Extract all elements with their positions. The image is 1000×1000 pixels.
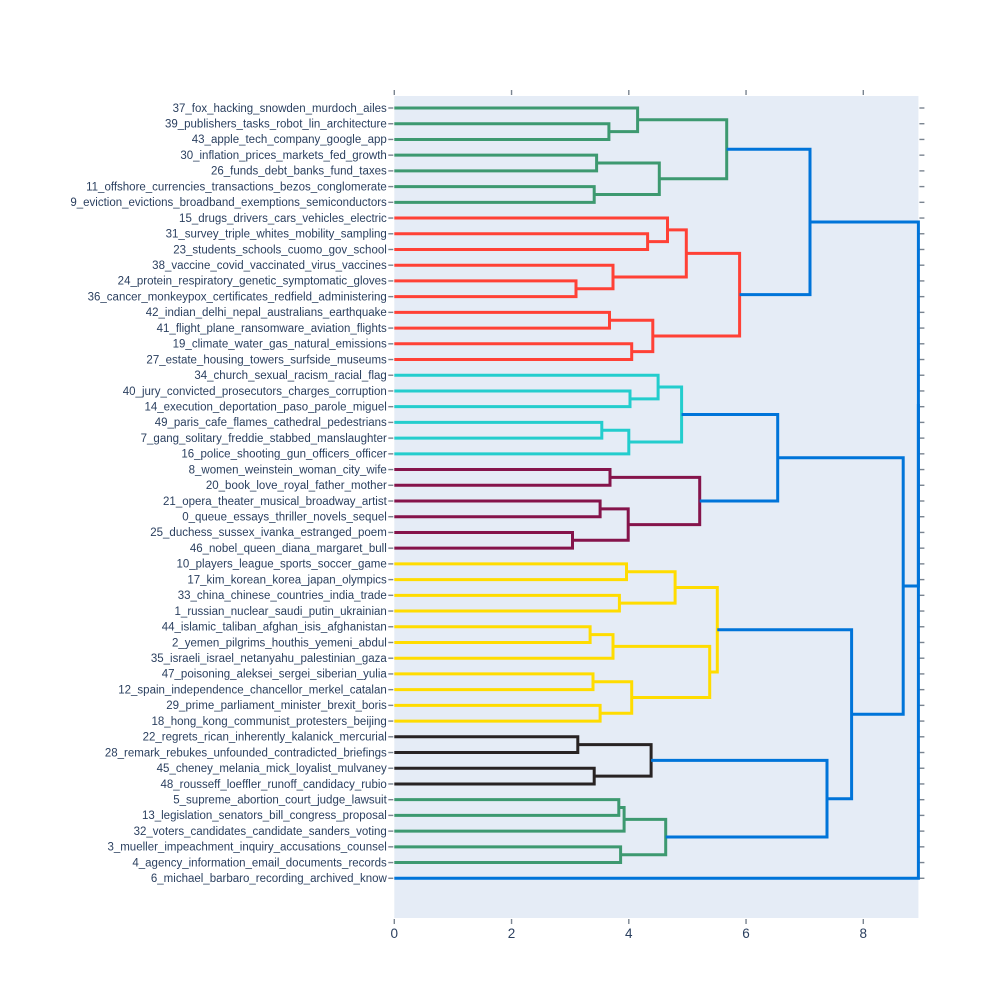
leaf-label: 9_eviction_evictions_broadband_exemption…: [70, 197, 387, 209]
leaf-label: 18_hong_kong_communist_protesters_beijin…: [152, 716, 387, 728]
leaf-label: 42_indian_delhi_nepal_australians_earthq…: [146, 307, 387, 319]
leaf-label: 5_supreme_abortion_court_judge_lawsuit: [173, 794, 387, 806]
leaf-label: 15_drugs_drivers_cars_vehicles_electric: [179, 213, 387, 225]
leaf-label: 40_jury_convicted_prosecutors_charges_co…: [123, 386, 387, 398]
leaf-label: 45_cheney_melania_mick_loyalist_mulvaney: [157, 763, 387, 775]
leaf-label: 13_legislation_senators_bill_congress_pr…: [142, 810, 387, 822]
leaf-label: 28_remark_rebukes_unfounded_contradicted…: [105, 747, 387, 759]
leaf-label: 34_church_sexual_racism_racial_flag: [194, 370, 386, 382]
leaf-label: 33_china_chinese_countries_india_trade: [178, 590, 387, 602]
leaf-label: 2_yemen_pilgrims_houthis_yemeni_abdul: [172, 637, 387, 649]
leaf-label: 3_mueller_impeachment_inquiry_accusation…: [107, 842, 386, 854]
leaf-label: 35_israeli_israel_netanyahu_palestinian_…: [151, 653, 388, 665]
leaf-label: 37_fox_hacking_snowden_murdoch_ailes: [173, 103, 387, 115]
leaf-label: 10_players_league_sports_soccer_game: [176, 559, 386, 571]
leaf-label: 14_execution_deportation_paso_parole_mig…: [144, 401, 386, 413]
leaf-label: 27_estate_housing_towers_surfside_museum…: [146, 354, 387, 366]
leaf-label: 1_russian_nuclear_saudi_putin_ukrainian: [175, 606, 387, 618]
leaf-label: 32_voters_candidates_candidate_sanders_v…: [134, 826, 387, 838]
leaf-label: 17_kim_korean_korea_japan_olympics: [187, 574, 387, 586]
leaf-label: 7_gang_solitary_freddie_stabbed_manslaug…: [141, 433, 387, 445]
leaf-label: 26_funds_debt_banks_fund_taxes: [211, 166, 387, 178]
leaf-label: 20_book_love_royal_father_mother: [206, 480, 387, 492]
leaf-label: 46_nobel_queen_diana_margaret_bull: [190, 543, 387, 555]
dendrogram-link-blue: [394, 403, 920, 880]
leaf-label: 4_agency_information_email_documents_rec…: [132, 857, 387, 869]
x-tick-label: 8: [860, 926, 868, 941]
leaf-label: 30_inflation_prices_markets_fed_growth: [180, 150, 386, 162]
leaf-label: 21_opera_theater_musical_broadway_artist: [163, 496, 388, 508]
leaf-label: 12_spain_independence_chancellor_merkel_…: [118, 684, 387, 696]
leaf-label: 36_cancer_monkeypox_certificates_redfiel…: [88, 291, 387, 303]
leaf-label: 44_islamic_taliban_afghan_isis_afghanist…: [162, 622, 387, 634]
leaf-label: 49_paris_cafe_flames_cathedral_pedestria…: [155, 417, 387, 429]
leaf-label: 0_queue_essays_thriller_novels_sequel: [182, 512, 387, 524]
leaf-label: 29_prime_parliament_minister_brexit_bori…: [166, 700, 387, 712]
x-tick-label: 0: [391, 926, 399, 941]
leaf-label: 24_protein_respiratory_genetic_symptomat…: [118, 276, 387, 288]
leaf-label: 23_students_schools_cuomo_gov_school: [173, 244, 387, 256]
leaf-label: 39_publishers_tasks_robot_lin_architectu…: [165, 119, 387, 131]
leaf-label: 22_regrets_rican_inherently_kalanick_mer…: [143, 732, 387, 744]
leaf-label: 8_women_weinstein_woman_city_wife: [189, 464, 387, 476]
leaf-label: 31_survey_triple_whites_mobility_samplin…: [166, 229, 387, 241]
x-tick-label: 2: [508, 926, 516, 941]
leaf-label: 11_offshore_currencies_transactions_bezo…: [86, 181, 387, 193]
leaf-label: 41_flight_plane_ransomware_aviation_flig…: [157, 323, 387, 335]
leaf-label: 38_vaccine_covid_vaccinated_virus_vaccin…: [152, 260, 387, 272]
leaf-label: 19_climate_water_gas_natural_emissions: [173, 339, 387, 351]
leaf-label: 47_poisoning_aleksei_sergei_siberian_yul…: [162, 669, 388, 681]
x-tick-label: 6: [742, 926, 750, 941]
leaf-label: 43_apple_tech_company_google_app: [192, 134, 387, 146]
leaf-label: 25_duchess_sussex_ivanka_estranged_poem: [150, 527, 387, 539]
leaf-label: 6_michael_barbaro_recording_archived_kno…: [151, 873, 388, 885]
leaf-label: 48_rousseff_loeffler_runoff_candidacy_ru…: [160, 779, 386, 791]
leaf-label: 16_police_shooting_gun_officers_officer: [181, 449, 387, 461]
x-tick-label: 4: [625, 926, 633, 941]
